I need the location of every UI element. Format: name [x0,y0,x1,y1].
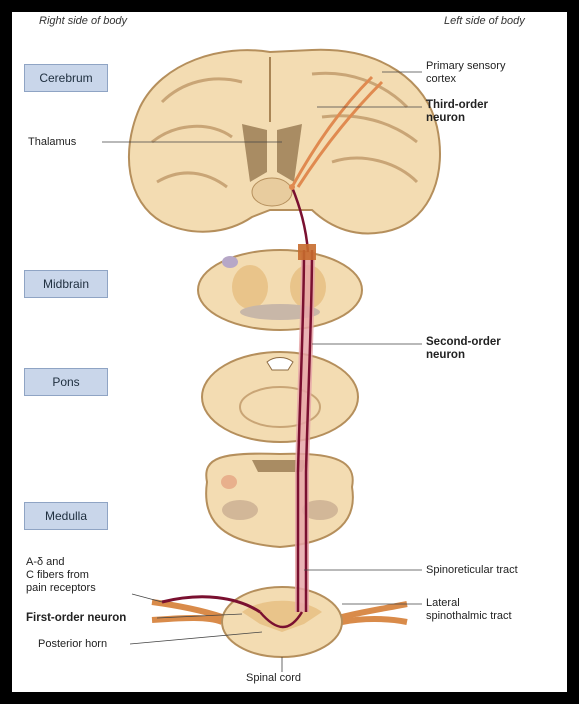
medulla-section [206,454,353,547]
level-label-cerebrum: Cerebrum [24,64,108,92]
spinal-cord-label: Spinal cord [246,672,301,685]
right-side-header: Right side of body [39,15,127,27]
posterior-horn-label: Posterior horn [38,638,107,651]
midbrain-section [198,250,362,330]
diagram-frame: Right side of body Left side of body Cer… [12,12,567,692]
left-side-header: Left side of body [444,15,525,27]
thalamus-label: Thalamus [28,136,76,149]
level-label-medulla: Medulla [24,502,108,530]
level-label-midbrain: Midbrain [24,270,108,298]
level-label-pons: Pons [24,368,108,396]
spinoreticular-tract-label: Spinoreticular tract [426,564,518,577]
pons-section [202,352,358,442]
first-order-neuron-label: First-order neuron [26,612,126,625]
